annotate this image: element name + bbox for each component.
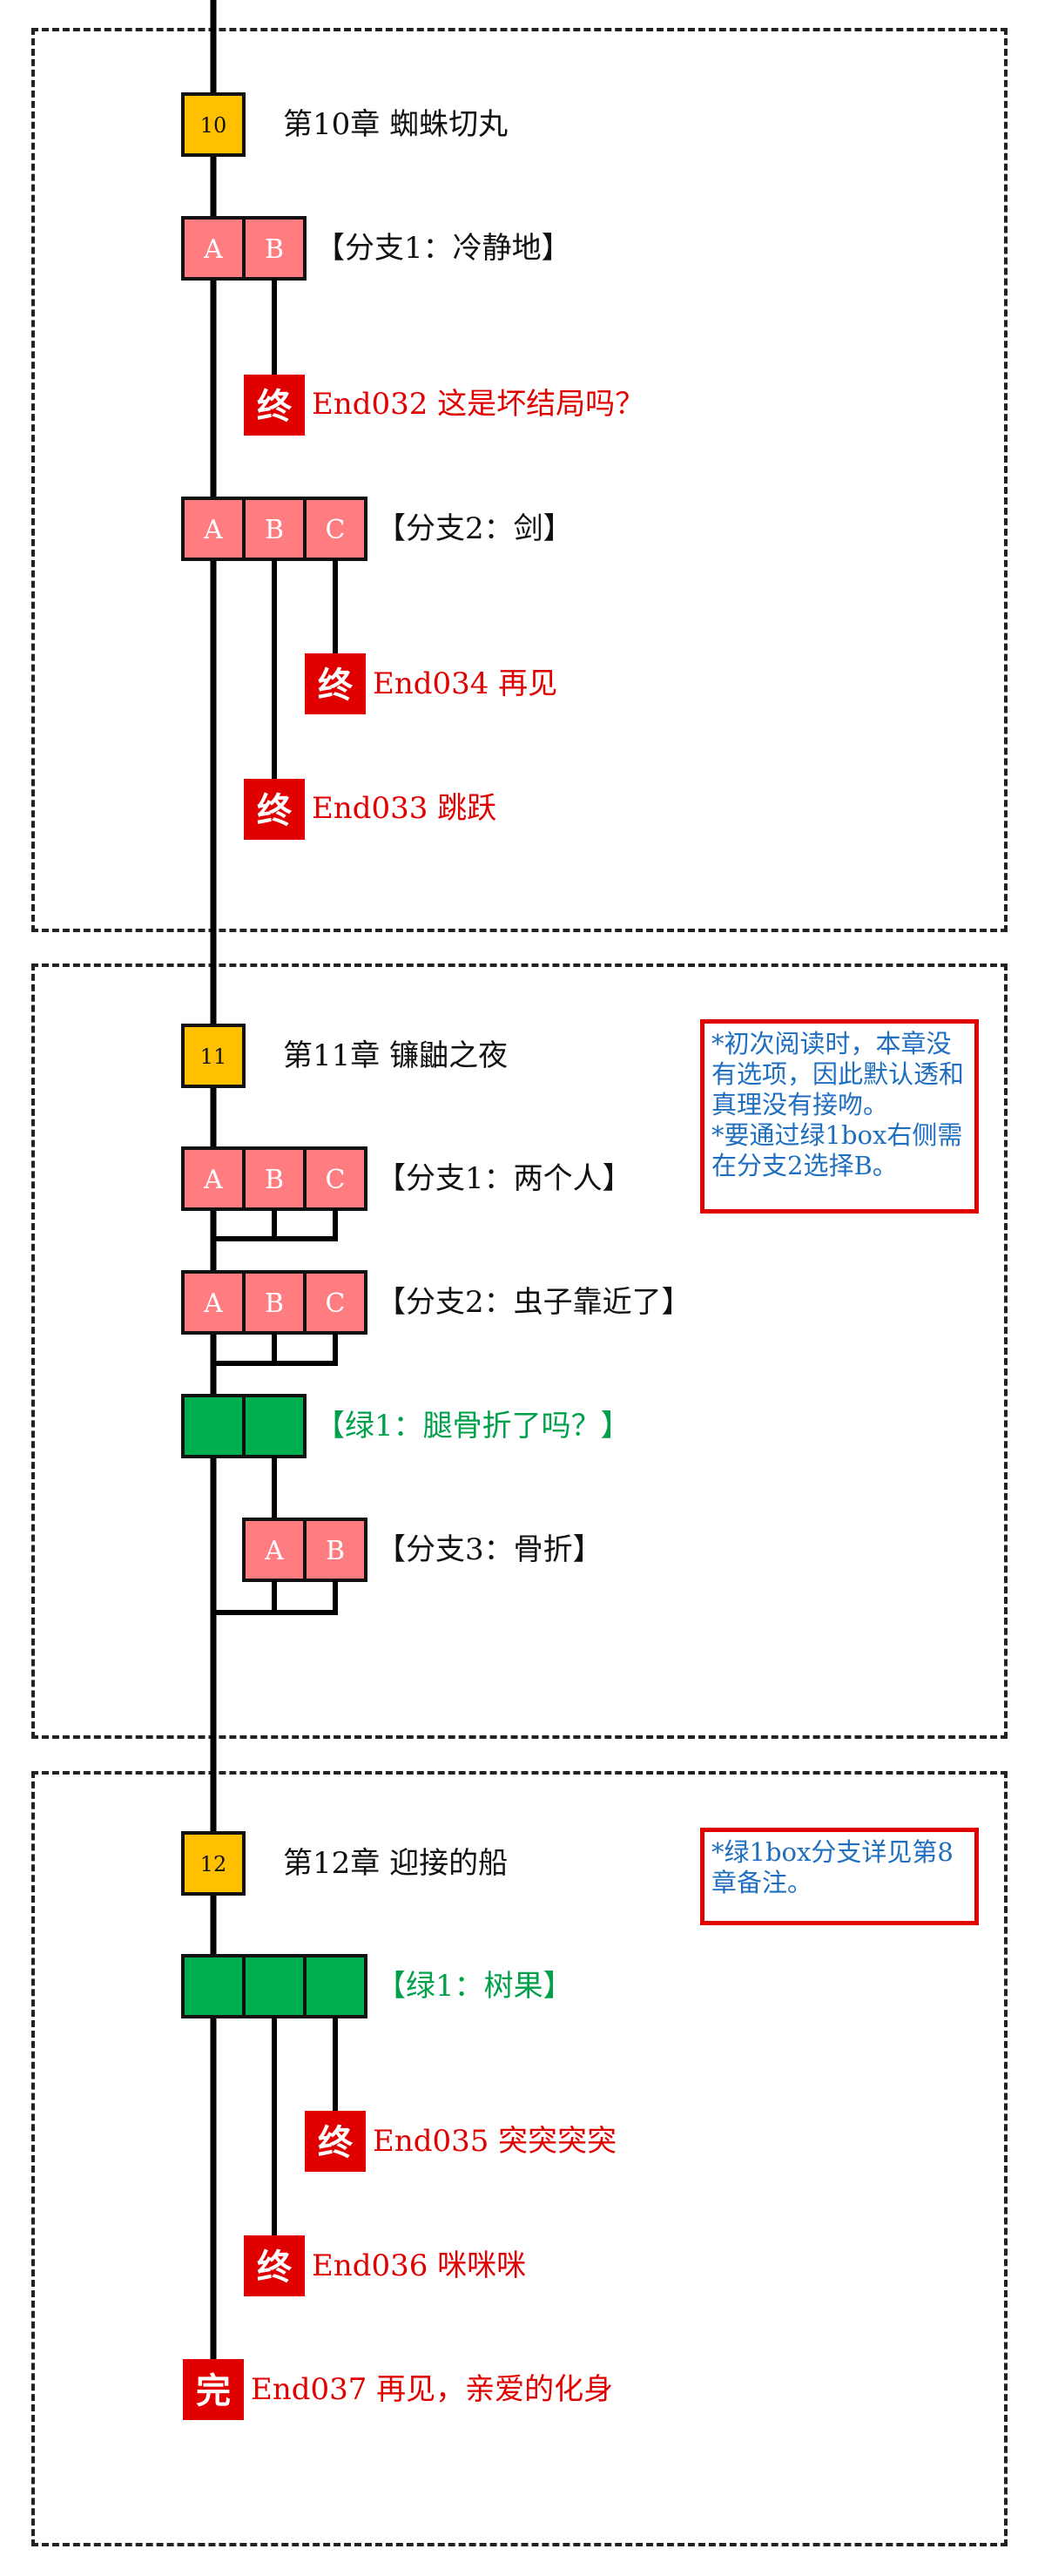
end037-label: End037 再见，亲爱的化身 [251,2372,614,2407]
end037-glyph: 完 [196,2370,231,2411]
end032-label: End032 这是坏结局吗？ [312,387,645,422]
end035-icon-box [305,2111,366,2172]
end034-glyph: 终 [318,665,354,706]
chapter-11-title: 第11章 镰鼬之夜 [283,1038,509,1073]
ch11-branch1-label-b: B [265,1165,284,1195]
ch11-green1-cell-right [242,1394,307,1458]
chapter-11-note-line-2: *要通过绿1box右侧需在分支2选择B。 [711,1120,963,1180]
chapter-10-number: 10 [200,113,227,138]
chapter-12-note-line-1: *绿1box分支详见第8章备注。 [711,1837,954,1897]
ch10-branch2-label-b: B [265,515,284,545]
ch11-branch2-label-c: C [326,1288,346,1319]
ch11-branch1-title: 【分支1：两个人】 [376,1161,632,1196]
chapter-12-number-box [181,1831,246,1896]
ch11-green1-title: 【绿1：腿骨折了吗？】 [315,1409,630,1444]
ch11-branch1-merge-line [213,1209,338,1241]
ch11-branch3-label-a: A [264,1536,284,1566]
end033-glyph: 终 [257,790,293,831]
end034-icon-box [305,653,366,714]
chapter-11-number: 11 [200,1045,227,1069]
end036-icon-box [244,2235,305,2296]
ch11-branch3-title: 【分支3：骨折】 [376,1532,603,1567]
chapter-12-note: *绿1box分支详见第8章备注。 [700,1828,979,1925]
ch11-green1-cell-left [181,1394,246,1458]
chapter-12-title: 第12章 迎接的船 [283,1846,509,1881]
end034-label: End034 再见 [373,666,558,701]
end035-glyph: 终 [318,2122,354,2163]
ch10-branch1-option-b [242,216,307,281]
ch11-branch1-label-a: A [203,1165,223,1195]
chapter-10-panel [31,28,1008,932]
chapter-10-title: 第10章 蜘蛛切丸 [283,107,509,142]
ch11-branch2-option-b [242,1270,307,1335]
ch10-branch1-title: 【分支1：冷静地】 [315,231,571,266]
ch12-green1-cell-3 [303,1954,367,2018]
chapter-11-panel [31,963,1008,1739]
ch11-branch3-merge-line [213,1580,338,1615]
ch10-branch2-label-c: C [326,515,346,545]
chapter-11-note: *初次阅读时，本章没有选项，因此默认透和真理没有接吻。 *要通过绿1box右侧需… [700,1019,979,1214]
ch10-branch2-label-a: A [203,515,223,545]
ch11-branch2-label-b: B [265,1288,284,1319]
end033-label: End033 跳跃 [312,791,497,826]
end037-icon-box [183,2359,244,2420]
ch11-branch2-option-a [181,1270,246,1335]
ch10-branch2-title: 【分支2：剑】 [376,511,573,546]
ch11-branch2-merge-line [213,1333,338,1366]
ch11-branch3-option-b [303,1518,367,1582]
ch11-branch2-title: 【分支2：虫子靠近了】 [376,1285,691,1320]
end032-icon-box [244,375,305,436]
chapter-10-number-box [181,92,246,157]
ch10-branch1-label-b: B [265,234,284,265]
ch11-branch2-label-a: A [203,1288,223,1319]
ch12-green1-cell-1 [181,1954,246,2018]
chapter-11-note-line-1: *初次阅读时，本章没有选项，因此默认透和真理没有接吻。 [711,1029,965,1119]
chapter-12-panel [31,1771,1008,2546]
ch12-green1-cell-2 [242,1954,307,2018]
ch11-branch1-option-a [181,1146,246,1211]
ch11-branch3-label-b: B [326,1536,345,1566]
ch10-branch2-option-c [303,497,367,561]
chapter-12-number: 12 [200,1852,227,1876]
end036-label: End036 咪咪咪 [312,2248,527,2283]
ch10-branch1-label-a: A [203,234,223,265]
end036-glyph: 终 [257,2247,293,2288]
end033-icon-box [244,779,305,840]
end032-glyph: 终 [257,386,293,427]
ch10-branch1-option-a [181,216,246,281]
chapter-11-number-box [181,1024,246,1088]
ch12-green1-title: 【绿1：树果】 [376,1969,573,2004]
end035-label: End035 突突突突 [373,2124,617,2159]
ch11-branch1-label-c: C [326,1165,346,1195]
